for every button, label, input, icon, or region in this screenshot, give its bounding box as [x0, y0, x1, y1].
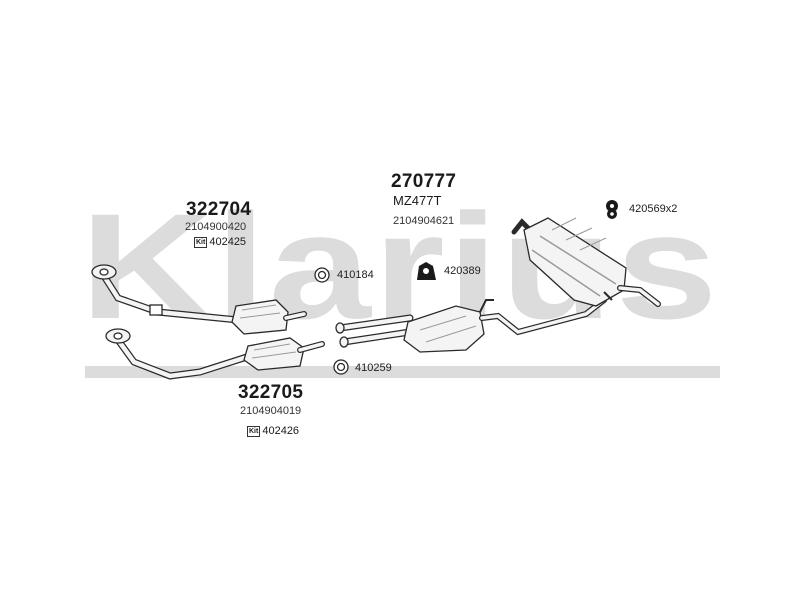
middle-silencer — [403, 305, 485, 353]
ring-410184-icon — [314, 267, 330, 283]
pipe-end-icon — [335, 322, 345, 334]
kit-badge-icon: Kit — [194, 236, 208, 248]
part-322705-oe-ref: 2104904019 — [240, 405, 302, 417]
rear-silencer-assembly — [511, 217, 661, 307]
fitting-410184-label: 410184 — [337, 269, 374, 281]
kit-number: 402425 — [209, 236, 247, 248]
catalyst-a — [231, 299, 289, 335]
catalyst-b — [243, 337, 305, 371]
mount-420389-icon — [417, 262, 436, 280]
part-322704-kit: Kit 402425 — [194, 236, 246, 248]
part-270777-oe-ref: 2104904621 — [393, 215, 455, 227]
fitting-410259-label: 410259 — [355, 362, 392, 374]
front-pipe-b — [105, 328, 325, 380]
part-322704-number: 322704 — [186, 199, 252, 220]
ring-410259-icon — [333, 359, 349, 375]
kit-badge-icon: Kit — [247, 425, 261, 437]
part-322704-oe-ref: 2104900420 — [185, 221, 247, 233]
kit-number: 402426 — [262, 425, 300, 437]
front-pipe-a — [91, 264, 307, 335]
mount-420569-icon — [606, 200, 618, 219]
part-322705-kit: Kit 402426 — [247, 425, 299, 437]
part-322705-number: 322705 — [238, 382, 304, 403]
middle-silencer-assembly — [335, 297, 607, 353]
part-270777-alt-ref: MZ477T — [393, 193, 442, 208]
fitting-420389-label: 420389 — [444, 265, 481, 277]
bracket-a — [149, 304, 163, 316]
watermark-bar — [85, 366, 720, 378]
part-270777-number: 270777 — [391, 171, 457, 192]
fitting-420569-label: 420569x2 — [629, 203, 678, 215]
